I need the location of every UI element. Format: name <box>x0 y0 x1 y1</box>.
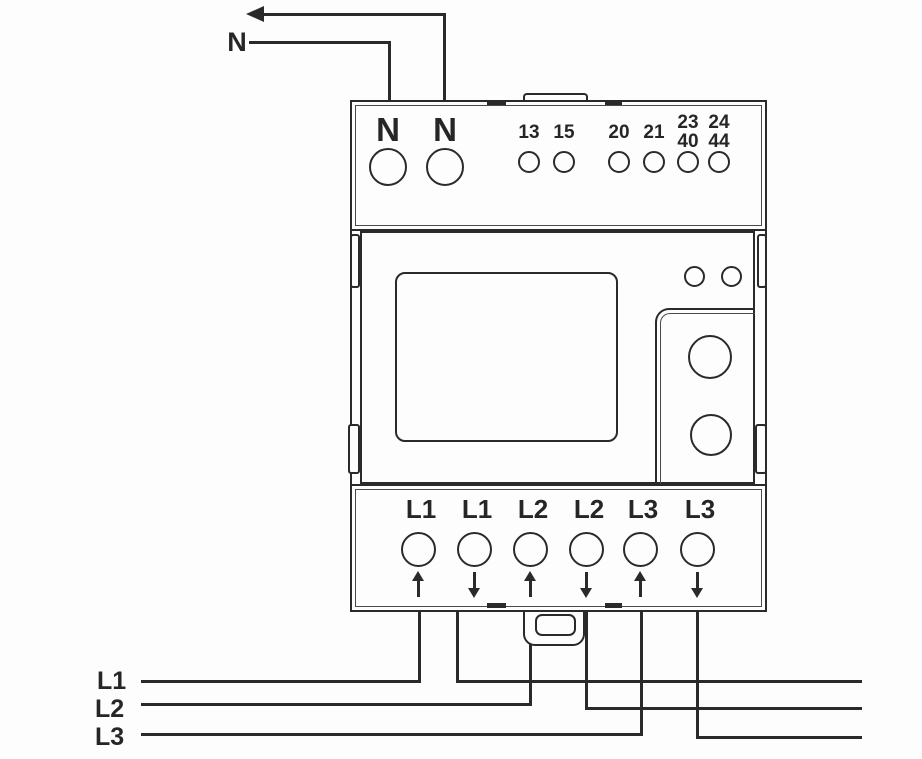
terminal-label-l2-in: L2 <box>517 494 549 524</box>
meter-top-tab <box>523 93 588 103</box>
aux-terminal-13 <box>518 151 540 173</box>
aux-terminal-20 <box>608 151 630 173</box>
meter-side-tab <box>348 424 360 474</box>
phase-l1-feed-line <box>141 680 420 683</box>
aux-terminal-label-20: 20 <box>608 121 630 143</box>
phase-l2-load-line <box>585 707 862 710</box>
terminal-label-n2: N <box>433 111 457 148</box>
arrow-down-icon <box>691 588 703 598</box>
phase-l1-out-wire <box>456 610 459 683</box>
phase-l3-out-wire <box>696 610 699 739</box>
meter-display <box>395 272 618 442</box>
meter-middle-body <box>350 231 767 484</box>
phase-feed-label-l2: L2 <box>95 695 125 723</box>
terminal-n2 <box>426 148 464 186</box>
neutral-return-wire-vertical <box>443 13 446 101</box>
aux-terminal-15 <box>553 151 575 173</box>
meter-side-tab <box>755 424 767 474</box>
seal-mark <box>487 603 506 608</box>
neutral-in-wire-vertical <box>388 41 391 101</box>
terminal-n1 <box>369 148 407 186</box>
led-indicator-1 <box>684 266 705 287</box>
phase-l2-feed-line <box>141 703 532 706</box>
neutral-in-wire-horizontal <box>249 41 390 44</box>
terminal-label-l1-out: L1 <box>461 494 493 524</box>
terminal-label-l1-in: L1 <box>405 494 437 524</box>
terminal-label-n1: N <box>376 111 400 148</box>
arrow-left-icon <box>246 6 264 22</box>
aux-terminal-21 <box>643 151 665 173</box>
phase-l1-load-line <box>456 680 862 683</box>
arrow-down-shaft <box>696 572 699 589</box>
terminal-label-l2-out: L2 <box>573 494 605 524</box>
aux-terminal-24-44 <box>708 151 730 173</box>
aux-terminal-label-15: 15 <box>553 121 575 143</box>
arrow-up-shaft <box>417 580 420 597</box>
phase-feed-label-l1: L1 <box>97 667 127 695</box>
terminal-l3-out <box>680 532 715 567</box>
seal-mark <box>487 100 506 105</box>
arrow-up-shaft <box>639 580 642 597</box>
arrow-up-icon <box>634 571 646 581</box>
seal-mark <box>605 603 622 608</box>
terminal-l2-out <box>569 532 604 567</box>
terminal-l1-out <box>457 532 492 567</box>
aux-terminal-23-40 <box>677 151 699 173</box>
din-rail-clip-slot <box>535 614 576 636</box>
aux-terminal-label-13: 13 <box>518 121 540 143</box>
phase-l2-out-wire <box>585 610 588 710</box>
meter-button-top <box>688 335 732 379</box>
arrow-down-shaft <box>585 572 588 589</box>
phase-l3-load-line <box>696 736 862 739</box>
phase-l1-in-wire <box>418 610 421 683</box>
meter-button-bottom <box>690 414 732 456</box>
seal-mark <box>605 100 622 105</box>
terminal-l1-in <box>401 532 436 567</box>
phase-l3-in-wire <box>640 610 643 736</box>
aux-terminal-label-21: 21 <box>643 121 665 143</box>
phase-l3-feed-line <box>141 733 643 736</box>
terminal-l3-in <box>623 532 658 567</box>
arrow-up-icon <box>524 571 536 581</box>
terminal-l2-in <box>513 532 548 567</box>
meter-side-tab <box>757 234 767 288</box>
meter-side-tab <box>350 234 360 288</box>
terminal-label-l3-out: L3 <box>684 494 716 524</box>
phase-l2-in-wire <box>529 610 532 706</box>
arrow-down-icon <box>468 588 480 598</box>
neutral-feed-label: N <box>227 27 247 57</box>
terminal-label-l3-in: L3 <box>627 494 659 524</box>
arrow-up-shaft <box>529 580 532 597</box>
arrow-down-shaft <box>473 572 476 589</box>
button-panel <box>655 308 755 484</box>
neutral-return-wire-horizontal <box>260 13 446 16</box>
arrow-up-icon <box>412 571 424 581</box>
arrow-down-icon <box>580 588 592 598</box>
led-indicator-2 <box>721 266 742 287</box>
phase-feed-label-l3: L3 <box>95 723 125 751</box>
